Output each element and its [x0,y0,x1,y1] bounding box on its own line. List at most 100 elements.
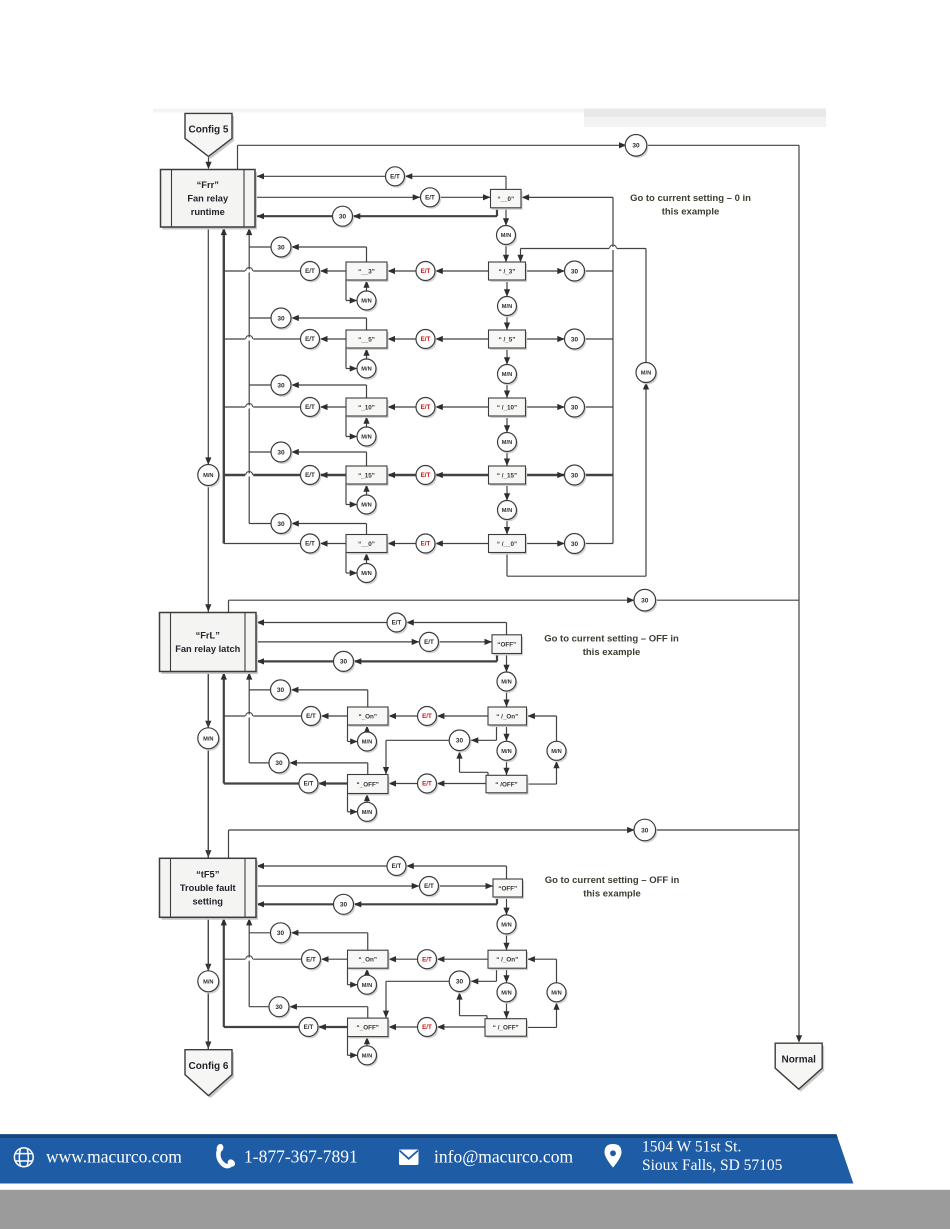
svg-text:Fan relay: Fan relay [187,194,229,204]
svg-text:M/N: M/N [501,749,511,755]
svg-text:“tF5”: “tF5” [196,870,219,880]
svg-text:M/N: M/N [203,736,213,742]
svg-text:30: 30 [571,472,579,479]
svg-text:30: 30 [277,382,285,389]
svg-text:30: 30 [277,930,285,937]
svg-text:E/T: E/T [422,1024,432,1031]
svg-text:“__0”: “__0” [497,196,514,203]
svg-text:M/N: M/N [501,680,511,686]
svg-text:“ /_On”: “ /_On” [496,956,518,963]
svg-text:“ /OFF”: “ /OFF” [495,781,517,788]
svg-text:E/T: E/T [305,268,315,275]
svg-text:E/T: E/T [422,781,432,788]
svg-text:“__5”: “__5” [358,336,375,343]
svg-text:30: 30 [275,760,283,767]
svg-text:30: 30 [456,738,464,745]
svg-text:M/N: M/N [551,749,561,755]
svg-text:E/T: E/T [424,639,434,646]
svg-text:E/T: E/T [422,713,432,720]
svg-text:Go to current setting – OFF in: Go to current setting – OFF in [544,634,679,645]
svg-text:this example: this example [662,207,720,218]
svg-text:M/N: M/N [362,1053,372,1059]
svg-text:“__0”: “__0” [358,541,375,548]
svg-text:M/N: M/N [502,372,512,378]
svg-text:“_On”: “_On” [358,956,377,963]
svg-text:“ /_15”: “ /_15” [497,472,517,479]
svg-text:M/N: M/N [551,990,561,996]
svg-text:Normal: Normal [781,1054,816,1065]
svg-text:M/N: M/N [362,810,372,816]
svg-text:30: 30 [340,902,348,909]
svg-text:30: 30 [571,268,579,275]
svg-text:“Frr”: “Frr” [197,180,219,190]
svg-text:“ /_OFF”: “ /_OFF” [493,1025,519,1032]
svg-text:Go to current setting – 0 in: Go to current setting – 0 in [630,193,751,204]
svg-text:E/T: E/T [390,174,400,181]
svg-text:E/T: E/T [424,883,434,890]
svg-text:M/N: M/N [361,435,371,441]
svg-text:30: 30 [641,827,649,834]
svg-text:E/T: E/T [304,781,314,788]
svg-text:1-877-367-7891: 1-877-367-7891 [244,1147,358,1167]
svg-text:M/N: M/N [501,990,511,996]
svg-text:runtime: runtime [191,207,225,217]
svg-text:Sioux Falls, SD 57105: Sioux Falls, SD 57105 [642,1157,783,1174]
svg-text:“OFF”: “OFF” [498,885,517,892]
svg-text:Go to current setting – OFF in: Go to current setting – OFF in [545,875,680,886]
svg-text:“ /_10”: “ /_10” [497,404,517,411]
svg-text:M/N: M/N [502,304,512,310]
svg-text:M/N: M/N [361,367,371,373]
svg-text:E/T: E/T [304,1024,314,1031]
svg-text:Fan relay latch: Fan relay latch [175,644,240,654]
svg-text:“ /__0”: “ /__0” [497,541,517,548]
svg-text:E/T: E/T [306,713,316,720]
svg-text:M/N: M/N [361,299,371,305]
svg-text:30: 30 [632,143,640,150]
svg-text:30: 30 [339,214,347,221]
svg-text:30: 30 [275,1004,283,1011]
svg-text:30: 30 [571,541,579,548]
svg-text:E/T: E/T [425,195,435,202]
svg-text:M/N: M/N [502,508,512,514]
svg-text:1504 W 51st St.: 1504 W 51st St. [642,1139,741,1156]
svg-text:“OFF”: “OFF” [497,641,516,648]
svg-text:setting: setting [193,897,224,907]
svg-text:E/T: E/T [306,956,316,963]
svg-text:Config 6: Config 6 [189,1061,229,1072]
svg-text:E/T: E/T [421,472,431,479]
svg-text:30: 30 [277,244,285,251]
svg-text:30: 30 [277,315,285,322]
svg-text:“ /_5”: “ /_5” [499,336,516,343]
svg-text:30: 30 [277,687,285,694]
svg-text:M/N: M/N [641,371,651,377]
svg-text:this example: this example [583,888,641,899]
svg-text:“ /_3”: “ /_3” [499,268,516,275]
svg-text:E/T: E/T [421,336,431,343]
svg-text:M/N: M/N [502,440,512,446]
svg-text:“ /_On”: “ /_On” [496,713,518,720]
svg-text:30: 30 [277,449,285,456]
svg-text:M/N: M/N [203,979,213,985]
svg-text:E/T: E/T [305,336,315,343]
svg-text:“_OFF”: “_OFF” [357,1025,379,1032]
svg-text:E/T: E/T [305,541,315,548]
svg-text:E/T: E/T [305,404,315,411]
svg-text:this example: this example [583,647,641,658]
svg-text:Trouble fault: Trouble fault [180,883,236,893]
svg-text:M/N: M/N [362,983,372,989]
svg-text:“_15”: “_15” [358,472,375,479]
svg-text:E/T: E/T [421,268,431,275]
svg-text:www.macurco.com: www.macurco.com [46,1147,182,1167]
svg-text:30: 30 [340,659,348,666]
svg-text:“_OFF”: “_OFF” [357,781,379,788]
svg-text:“_On”: “_On” [358,713,377,720]
svg-text:info@macurco.com: info@macurco.com [434,1147,573,1167]
svg-text:M/N: M/N [501,233,511,239]
svg-text:“FrL”: “FrL” [196,631,220,641]
svg-text:M/N: M/N [361,571,371,577]
svg-text:“__3”: “__3” [358,268,375,275]
svg-text:M/N: M/N [203,473,213,479]
svg-text:Config 5: Config 5 [189,125,229,136]
svg-text:30: 30 [571,336,579,343]
svg-text:30: 30 [277,521,285,528]
